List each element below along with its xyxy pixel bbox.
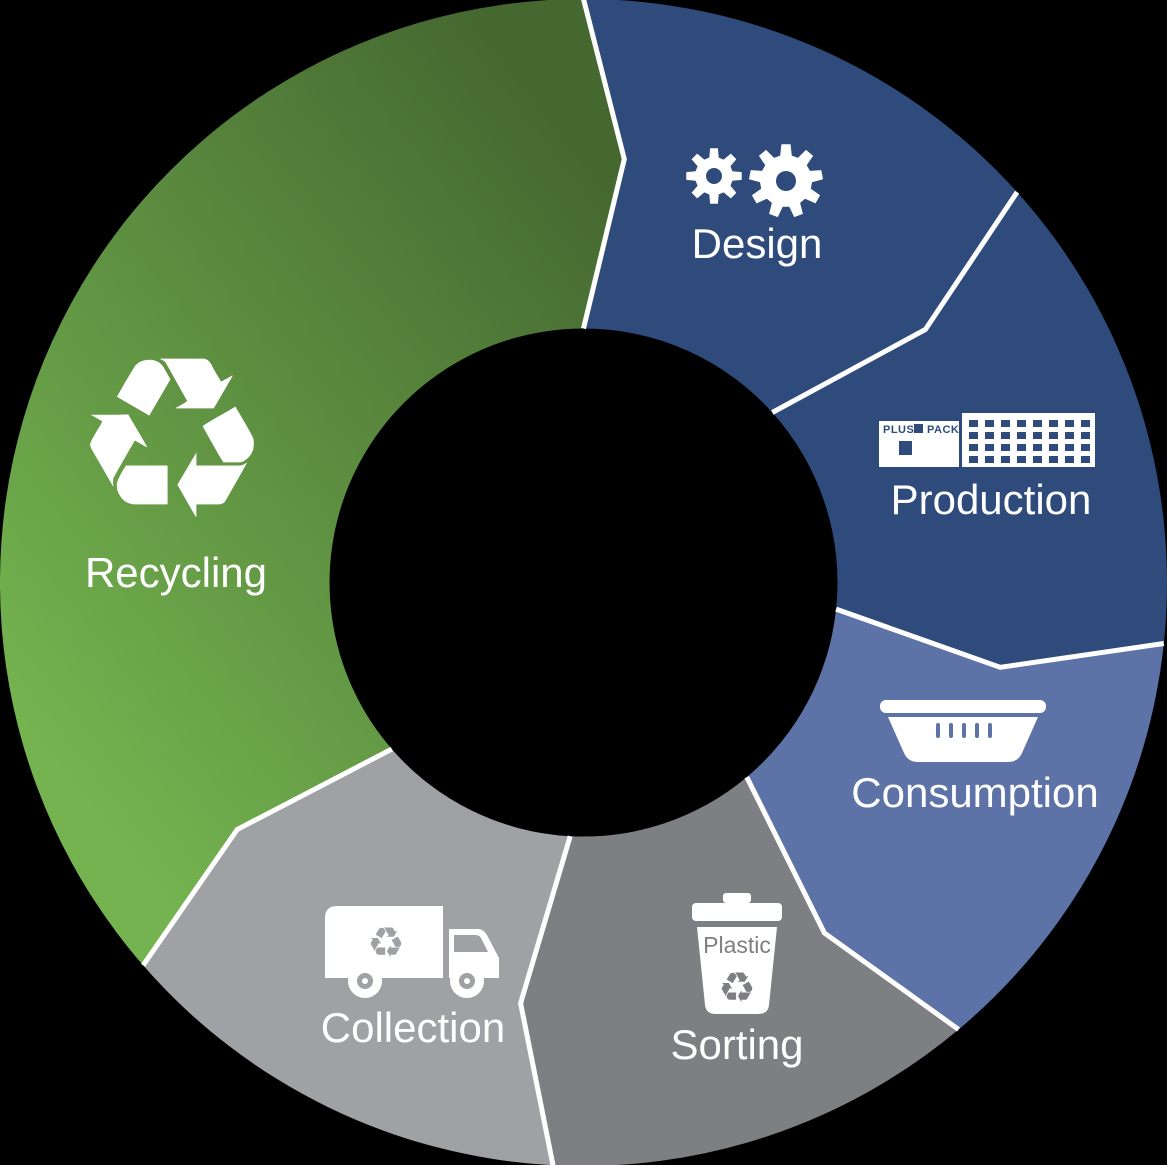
factory-window	[1033, 432, 1042, 439]
basket-body	[888, 717, 1038, 762]
factory-right-block	[962, 413, 1095, 467]
factory-logo-square	[914, 424, 923, 433]
bin-handle	[723, 893, 751, 903]
truck-cab-window	[454, 935, 488, 952]
factory-window	[1001, 456, 1010, 463]
segment-separator	[581, 0, 627, 330]
bin-body	[697, 927, 777, 1014]
trash-bin-icon: Plastic ♻	[692, 893, 782, 1014]
bin-recycle-icon: ♻	[718, 963, 756, 1012]
recycle-icon: ♻	[71, 309, 273, 571]
factory-window	[1049, 420, 1058, 427]
garbage-truck-icon: ♻	[325, 906, 499, 998]
factory-window	[1081, 456, 1090, 463]
bin-lid	[692, 903, 782, 921]
factory-window	[969, 420, 978, 427]
truck-front-wheel-cap	[464, 978, 470, 984]
segment-separator	[835, 606, 1165, 670]
basket-slit	[962, 723, 966, 738]
bin-material-label: Plastic	[703, 932, 771, 958]
factory-window	[985, 444, 994, 451]
segment-separator	[141, 746, 393, 967]
factory-window	[985, 432, 994, 439]
segment-separator	[771, 190, 1020, 415]
basket-slit	[975, 723, 979, 738]
factory-window	[1081, 432, 1090, 439]
gears-icon	[686, 144, 823, 218]
segment-label-consumption: Consumption	[851, 769, 1098, 816]
basket-slits	[936, 723, 992, 738]
gear	[686, 148, 742, 204]
factory-window	[1033, 420, 1042, 427]
factory-window	[1049, 432, 1058, 439]
basket-slit	[936, 723, 940, 738]
factory-window	[1065, 432, 1074, 439]
factory-window	[1065, 444, 1074, 451]
factory-windows	[969, 420, 1090, 463]
factory-brand-left: PLUS	[883, 424, 914, 436]
segment-label-sorting: Sorting	[670, 1021, 803, 1068]
basket-icon	[880, 700, 1046, 762]
factory-window	[1065, 420, 1074, 427]
segment-label-design: Design	[692, 220, 823, 267]
segment-label-production: Production	[891, 476, 1092, 523]
factory-window	[969, 456, 978, 463]
factory-window	[1033, 444, 1042, 451]
factory-window	[1065, 456, 1074, 463]
factory-window	[1001, 420, 1010, 427]
factory-window	[969, 432, 978, 439]
truck-recycle-icon: ♻	[367, 918, 405, 967]
basket-rim	[880, 700, 1046, 713]
basket-slit	[988, 723, 992, 738]
segment-recycling	[0, 0, 625, 966]
factory-window	[1081, 420, 1090, 427]
segment-separators	[141, 0, 1165, 1165]
factory-window	[1001, 444, 1010, 451]
segment-label-recycling: Recycling	[85, 549, 267, 596]
factory-window	[1017, 456, 1026, 463]
factory-window	[969, 444, 978, 451]
segment-label-collection: Collection	[321, 1004, 505, 1051]
segment-separator	[518, 835, 573, 1165]
factory-window	[1049, 444, 1058, 451]
factory-icon: PLUS PACK	[879, 413, 1095, 467]
factory-window	[1081, 444, 1090, 451]
factory-window	[1017, 432, 1026, 439]
factory-window	[1001, 432, 1010, 439]
truck-rear-wheel-cap	[362, 978, 368, 984]
segment-separator	[744, 775, 961, 1032]
segment-consumption	[746, 609, 1164, 1030]
truck-cargo	[325, 906, 443, 978]
factory-window	[1017, 444, 1026, 451]
factory-door	[899, 441, 912, 455]
factory-window	[1017, 420, 1026, 427]
factory-brand-right: PACK	[927, 424, 959, 436]
gear	[749, 144, 823, 218]
factory-window	[985, 456, 994, 463]
factory-window	[1049, 456, 1058, 463]
factory-window	[1033, 456, 1042, 463]
factory-window	[985, 420, 994, 427]
basket-slit	[949, 723, 953, 738]
